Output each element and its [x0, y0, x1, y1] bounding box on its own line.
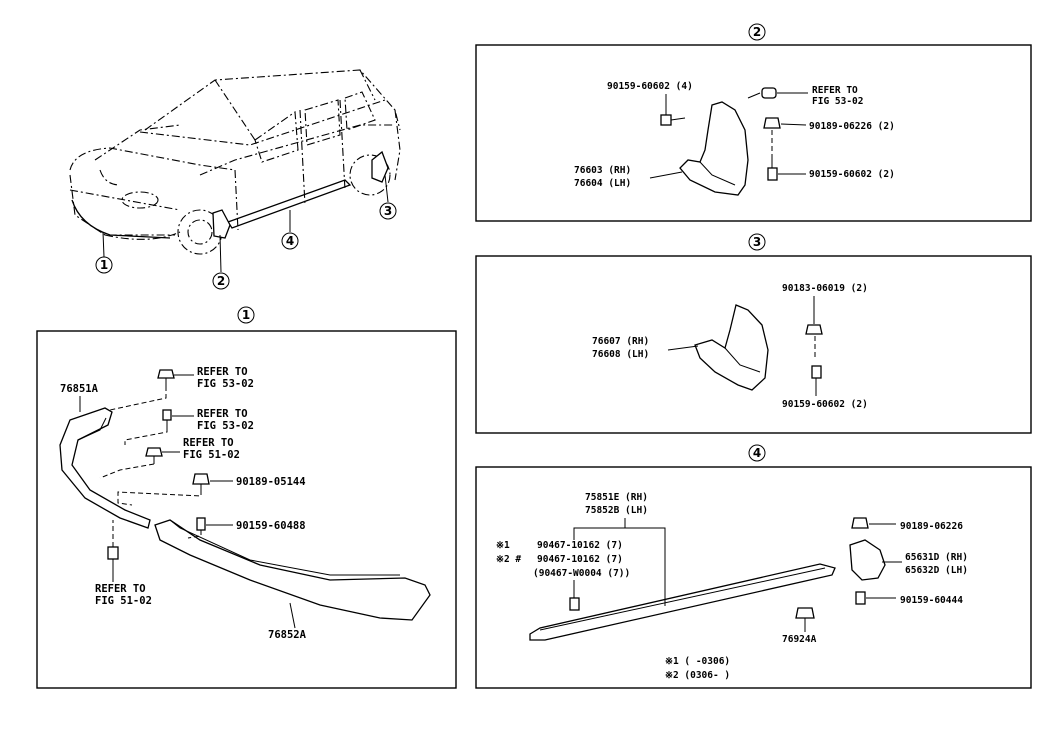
label-note1-mark: ※1 [496, 540, 510, 551]
label-76604: 76604 (LH) [574, 178, 631, 189]
screw-top [660, 114, 686, 126]
panel-rocker-moulding: 4 75851E (RH) 75852B (LH) ※1 90467-10162… [475, 444, 1032, 689]
panel2-frame [475, 44, 1032, 222]
label-90159-60444: 90159-60444 [900, 595, 963, 606]
panel4-number: 4 [753, 446, 761, 460]
label-76852A: 76852A [268, 629, 307, 641]
label-76608: 76608 (LH) [592, 349, 649, 360]
label-refer-d-2: FIG 51-02 [95, 595, 152, 607]
nut-76924A [795, 607, 815, 619]
callout-1-circle [95, 256, 113, 274]
callout-1: 1 [100, 258, 108, 272]
clip-refer [747, 87, 777, 99]
clip-90189-06226-rocker [851, 517, 869, 529]
label-refer-a-1: REFER TO [197, 366, 248, 378]
label-76924A: 76924A [782, 634, 817, 645]
label-note2-mark: ※2 # [496, 554, 521, 565]
panel-front-spoiler: 1 [36, 306, 457, 689]
legend-note1: ※1 ( -0306) [665, 656, 730, 667]
clip-refer-a [157, 369, 175, 386]
spoiler-lower [154, 519, 431, 621]
panel1-number: 1 [242, 308, 250, 322]
label-90159-60602-2: 90159-60602 (2) [809, 169, 895, 180]
label-65631D: 65631D (RH) [905, 552, 968, 563]
panel4-frame [475, 466, 1032, 689]
car-overview: 1 2 4 3 [69, 69, 401, 290]
label-refer-2: FIG 53-02 [812, 96, 863, 107]
label-refer-b-2: FIG 53-02 [197, 420, 254, 432]
rocker-moulding [529, 563, 836, 641]
callout-4-circle [281, 232, 299, 250]
legend-note2: ※2 (0306- ) [665, 670, 730, 681]
front-mudguard [679, 101, 749, 196]
screw-refer-d [107, 546, 119, 570]
callout-3-circle [379, 202, 397, 220]
label-90189-05144: 90189-05144 [236, 476, 306, 488]
label-refer-b-1: REFER TO [197, 408, 248, 420]
label-refer-a-2: FIG 53-02 [197, 378, 254, 390]
panel4-number-circle [748, 444, 766, 462]
clip-90189-06226 [763, 117, 781, 129]
label-refer-c-1: REFER TO [183, 437, 234, 449]
rocker-bracket [849, 539, 886, 581]
label-75852B: 75852B (LH) [585, 505, 648, 516]
panel3-frame [475, 255, 1032, 434]
label-90159-60602-4: 90159-60602 (4) [607, 81, 693, 92]
clip-90467 [569, 597, 580, 611]
label-90159-60602-rear: 90159-60602 (2) [782, 399, 868, 410]
label-75851E: 75851E (RH) [585, 492, 648, 503]
label-refer-c-2: FIG 51-02 [183, 449, 240, 461]
panel2-number-circle [748, 23, 766, 41]
clip-90189-05144 [192, 473, 210, 490]
label-90467-W0004: (90467-W0004 (7)) [533, 568, 630, 579]
label-76607: 76607 (RH) [592, 336, 649, 347]
callout-3: 3 [384, 204, 392, 218]
callout-2-circle [212, 272, 230, 290]
screw-90159-60602 [811, 365, 822, 379]
label-90189-06226-rocker: 90189-06226 [900, 521, 963, 532]
panel-rear-mudguard: 3 90183-06019 (2) 76607 (RH) 76608 (LH) … [475, 233, 1032, 434]
panel3-number-circle [748, 233, 766, 251]
label-90183-06019: 90183-06019 (2) [782, 283, 868, 294]
label-65632D: 65632D (LH) [905, 565, 968, 576]
screw-bottom [767, 158, 778, 181]
callout-2: 2 [217, 274, 225, 288]
label-90467-10162-b: 90467-10162 (7) [537, 554, 623, 565]
panel3-number: 3 [753, 235, 761, 249]
clip-refer-c [145, 447, 163, 464]
label-refer-1: REFER TO [812, 85, 858, 96]
label-90467-10162-a: 90467-10162 (7) [537, 540, 623, 551]
rear-mudguard [694, 304, 769, 391]
label-76851A: 76851A [60, 383, 99, 395]
panel1-number-circle [237, 306, 255, 324]
spoiler-upper [59, 407, 151, 529]
label-90159-60488: 90159-60488 [236, 520, 306, 532]
label-76603: 76603 (RH) [574, 165, 631, 176]
label-90189-06226-2: 90189-06226 (2) [809, 121, 895, 132]
nut-90183-06019 [805, 324, 823, 335]
panel2-number: 2 [753, 25, 761, 39]
callout-4: 4 [286, 234, 294, 248]
screw-90159-60488 [196, 517, 206, 531]
panel1-frame [36, 330, 457, 689]
panel-front-mudguard: 2 90159-60602 (4) REFER TO FIG 53-02 901… [475, 23, 1032, 222]
screw-90159-60444 [855, 591, 866, 605]
screw-refer-b [162, 409, 172, 428]
label-refer-d-1: REFER TO [95, 583, 146, 595]
